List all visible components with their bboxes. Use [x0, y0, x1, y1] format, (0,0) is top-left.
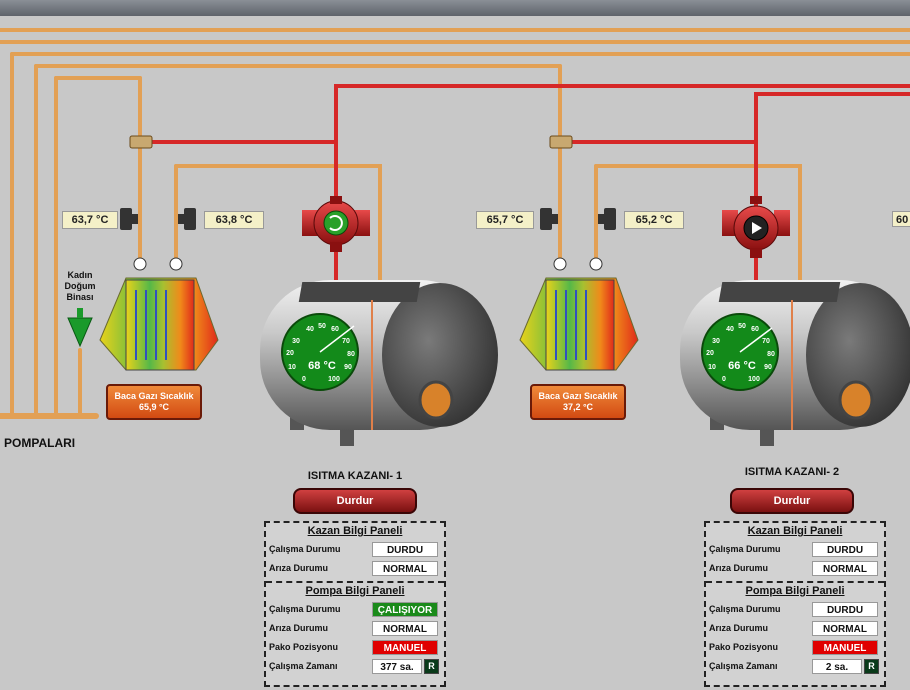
pompa-row-2-fault: Arıza Durumu NORMAL — [706, 619, 884, 638]
gauge1-tick-90: 90 — [344, 364, 352, 371]
row-label: Arıza Durumu — [269, 623, 329, 633]
kazan-panel-title-1: Kazan Bilgi Paneli — [307, 525, 403, 537]
pump-1-icon — [302, 196, 370, 252]
gauge1-tick-0: 0 — [302, 376, 306, 383]
gauge1-tick-30: 30 — [292, 338, 300, 345]
row-label: Arıza Durumu — [709, 563, 769, 573]
gauge2-tick-30: 30 — [712, 338, 720, 345]
boiler-2-stop-button[interactable]: Durdur — [730, 488, 854, 514]
pompa-row-2-runtime: Çalışma Zamanı 2 sa. R — [706, 657, 884, 676]
building-label: Kadın Doğum Binası — [58, 270, 102, 303]
top-bar — [0, 0, 910, 16]
gauge1-tick-10: 10 — [288, 364, 296, 371]
pump-2-icon — [722, 196, 790, 258]
gauge2-tick-90: 90 — [764, 364, 772, 371]
gauge1-value: 68 °C — [308, 360, 336, 372]
row-label: Çalışma Zamanı — [269, 661, 338, 671]
gauge2-tick-40: 40 — [726, 326, 734, 333]
gauge1-tick-50: 50 — [318, 323, 326, 330]
status-value: MANUEL — [812, 640, 878, 655]
gauge1-tick-70: 70 — [342, 338, 350, 345]
pompa-row-1-status: Çalışma Durumu ÇALIŞIYOR — [266, 600, 444, 619]
building-label-line1: Kadın — [67, 270, 93, 280]
gauge1-tick-100: 100 — [328, 376, 340, 383]
status-value: DURDU — [812, 602, 878, 617]
kazan-row-1-status: Çalışma Durumu DURDU — [266, 540, 444, 559]
temp-readout-1: 63,7 °C — [62, 211, 118, 229]
pompa-panel-title-2: Pompa Bilgi Paneli — [745, 585, 845, 597]
row-label: Arıza Durumu — [709, 623, 769, 633]
reset-runtime-button-1[interactable]: R — [424, 659, 439, 674]
gauge1-tick-60: 60 — [331, 326, 339, 333]
gauge2-value: 66 °C — [728, 360, 756, 372]
heat-exchanger-2 — [519, 257, 639, 371]
pompa-row-1-mode: Pako Pozisyonu MANUEL — [266, 638, 444, 657]
flue-gas-value-2: 37,2 °C — [562, 402, 594, 412]
row-label: Pako Pozisyonu — [269, 642, 339, 652]
flue-gas-value-1: 65,9 °C — [138, 402, 170, 412]
pompa-row-2-status: Çalışma Durumu DURDU — [706, 600, 884, 619]
gauge2-tick-80: 80 — [767, 351, 775, 358]
status-value: NORMAL — [812, 621, 878, 636]
gauge2-tick-0: 0 — [722, 376, 726, 383]
runtime-value: 2 sa. — [812, 659, 862, 674]
status-value: DURDU — [812, 542, 878, 557]
heat-exchanger-1 — [99, 257, 219, 371]
panel-divider — [266, 581, 444, 583]
row-label: Arıza Durumu — [269, 563, 329, 573]
gauge1-tick-40: 40 — [306, 326, 314, 333]
temp-readout-5: 60 — [892, 211, 910, 227]
pumps-label: POMPALARI — [4, 436, 76, 450]
gauge1-tick-20: 20 — [286, 350, 294, 357]
status-value: MANUEL — [372, 640, 438, 655]
gauge2-tick-50: 50 — [738, 323, 746, 330]
boiler-2-title: ISITMA KAZANI- 2 — [744, 466, 840, 478]
flue-gas-label-2: Baca Gazı Sıcaklık — [538, 391, 618, 401]
gauge2-tick-70: 70 — [762, 338, 770, 345]
runtime-value: 377 sa. — [372, 659, 422, 674]
temp-readout-2: 63,8 °C — [204, 211, 264, 229]
gauge2-tick-20: 20 — [706, 350, 714, 357]
temp-readout-3: 65,7 °C — [476, 211, 534, 229]
gauge2-tick-60: 60 — [751, 326, 759, 333]
gauge1-tick-80: 80 — [347, 351, 355, 358]
pompa-panel-title-1: Pompa Bilgi Paneli — [305, 585, 405, 597]
row-label: Çalışma Durumu — [709, 544, 781, 554]
status-value: NORMAL — [372, 621, 438, 636]
flue-gas-readout-2: Baca Gazı Sıcaklık 37,2 °C — [530, 384, 626, 420]
gauge2-tick-10: 10 — [708, 364, 716, 371]
kazan-row-2-fault: Arıza Durumu NORMAL — [706, 559, 884, 578]
row-label: Çalışma Durumu — [269, 604, 341, 614]
row-label: Çalışma Durumu — [269, 544, 341, 554]
boiler-1-info-panel: Kazan Bilgi Paneli Çalışma Durumu DURDU … — [264, 521, 446, 687]
row-label: Pako Pozisyonu — [709, 642, 779, 652]
temp-readout-4: 65,2 °C — [624, 211, 684, 229]
kazan-row-2-status: Çalışma Durumu DURDU — [706, 540, 884, 559]
boiler-1-title: ISITMA KAZANI- 1 — [307, 470, 403, 482]
pompa-row-2-mode: Pako Pozisyonu MANUEL — [706, 638, 884, 657]
status-value: NORMAL — [372, 561, 438, 576]
panel-divider — [706, 581, 884, 583]
temperature-gauge-1 — [281, 313, 359, 391]
flue-gas-label-1: Baca Gazı Sıcaklık — [114, 391, 194, 401]
pompa-row-1-runtime: Çalışma Zamanı 377 sa. R — [266, 657, 444, 676]
boiler-2-info-panel: Kazan Bilgi Paneli Çalışma Durumu DURDU … — [704, 521, 886, 687]
pompa-row-1-fault: Arıza Durumu NORMAL — [266, 619, 444, 638]
gauge2-tick-100: 100 — [748, 376, 760, 383]
status-value: DURDU — [372, 542, 438, 557]
boiler-1-stop-button[interactable]: Durdur — [293, 488, 417, 514]
building-label-line2: Doğum — [64, 281, 96, 291]
temperature-gauge-2 — [701, 313, 779, 391]
row-label: Çalışma Durumu — [709, 604, 781, 614]
reset-runtime-button-2[interactable]: R — [864, 659, 879, 674]
status-value: ÇALIŞIYOR — [372, 602, 438, 617]
kazan-row-1-fault: Arıza Durumu NORMAL — [266, 559, 444, 578]
flue-gas-readout-1: Baca Gazı Sıcaklık 65,9 °C — [106, 384, 202, 420]
status-value: NORMAL — [812, 561, 878, 576]
kazan-panel-title-2: Kazan Bilgi Paneli — [747, 525, 843, 537]
row-label: Çalışma Zamanı — [709, 661, 778, 671]
building-label-line3: Binası — [66, 292, 94, 302]
building-inlet-icon — [67, 308, 93, 348]
